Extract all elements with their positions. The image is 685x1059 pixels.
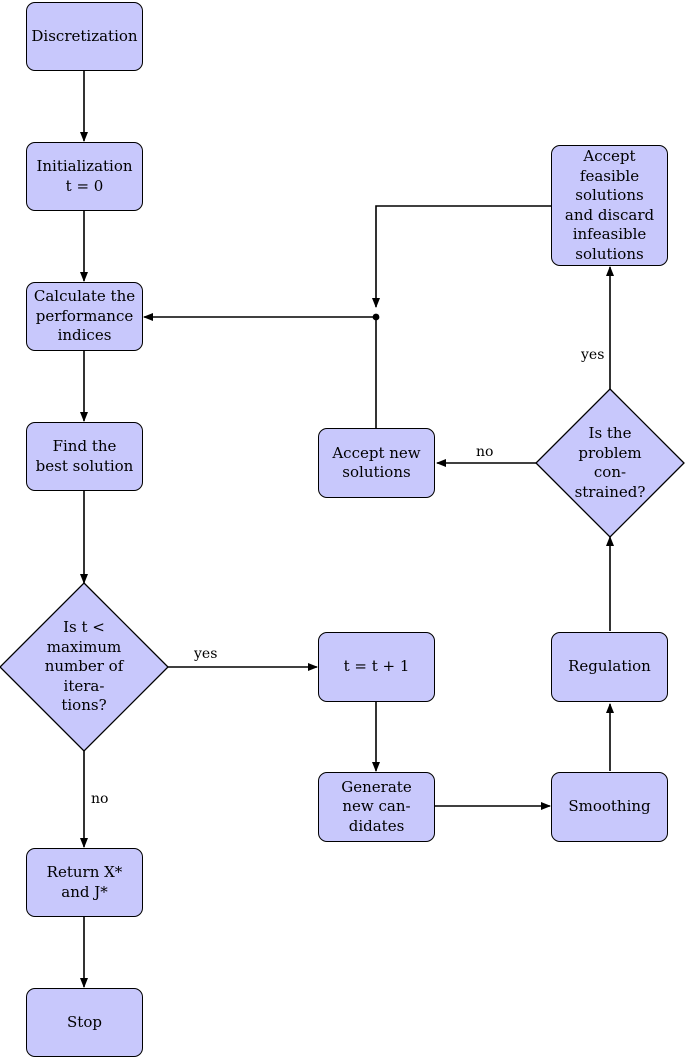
decision-constrained-line-1: Is the (588, 424, 632, 442)
node-t-increment: t = t + 1 (318, 632, 435, 702)
decision-constrained-line-4: strained? (574, 482, 646, 501)
node-accept-new-line-2: solutions (342, 463, 411, 481)
node-stop-line-1: Stop (67, 1012, 102, 1031)
node-calc-line-1: Calculate the (33, 287, 136, 306)
node-return: Return X* and J* (26, 848, 143, 917)
decision-diamond-iterations (0, 582, 169, 752)
decision-iterations-text: Is t < maximum number of itera- tions? (14, 607, 154, 727)
edge-label-no-stop: no (91, 791, 109, 807)
node-feasible-line-2: feasible (579, 166, 640, 185)
node-feasible-line-4: and discard (564, 205, 655, 224)
node-generate-line-1: Generate (341, 777, 412, 796)
node-feasible-line-5: infeasible (572, 225, 647, 243)
node-calc-line-3: indices (57, 326, 112, 345)
node-regulation-line-1: Regulation (568, 657, 651, 676)
node-accept-feasible: Accept feasible solutions and discard in… (551, 145, 668, 266)
node-accept-new-line-1: Accept new (332, 443, 421, 462)
decision-iterations-line-2: maximum (46, 637, 122, 656)
node-find-line-2: best solution (35, 456, 134, 475)
node-initialization-line-2: t = 0 (65, 176, 104, 195)
decision-constrained-text: Is the problem con- strained? (545, 413, 675, 513)
node-calc-line-2: performance (35, 306, 134, 325)
node-find-line-1: Find the (52, 437, 117, 455)
edge-accept-feasible-to-junction (372, 205, 551, 308)
decision-iterations-line-5: tions? (61, 696, 107, 715)
node-find-best: Find the best solution (26, 422, 143, 491)
node-return-line-1: Return X* (46, 863, 123, 881)
node-regulation: Regulation (551, 632, 668, 702)
node-feasible-line-1: Accept (583, 147, 636, 165)
node-return-line-2: and J* (61, 882, 108, 901)
decision-iterations-line-4: itera- (63, 676, 105, 695)
node-accept-new: Accept new solutions (318, 428, 435, 498)
decision-constrained-line-3: con- (593, 463, 627, 481)
node-feasible-line-6: solutions (575, 244, 644, 263)
node-initialization: Initialization t = 0 (26, 142, 143, 211)
node-generate-line-3: didates (348, 816, 405, 835)
decision-diamond-constrained (535, 388, 685, 538)
node-generate-line-2: new can- (342, 797, 411, 816)
node-increment-line-1: t = t + 1 (343, 657, 410, 676)
edge-label-yes-constrained: yes (581, 347, 605, 363)
node-stop: Stop (26, 988, 143, 1057)
decision-constrained-line-2: problem (578, 443, 642, 462)
junction-dot (372, 313, 380, 321)
edge-label-no-unconstrained: no (476, 444, 494, 460)
node-feasible-line-3: solutions (575, 186, 644, 204)
node-discretization-line-1: Discretization (31, 26, 138, 45)
decision-iterations-line-3: number of (44, 657, 124, 676)
node-initialization-line-1: Initialization (36, 157, 133, 175)
node-smoothing-line-1: Smoothing (568, 797, 651, 816)
node-discretization: Discretization (26, 2, 143, 71)
node-calculate-performance: Calculate the performance indices (26, 282, 143, 351)
edge-label-yes-iterate: yes (194, 646, 218, 662)
node-smoothing: Smoothing (551, 772, 668, 842)
node-generate-candidates: Generate new can- didates (318, 772, 435, 842)
decision-iterations-line-1: Is t < (63, 618, 105, 637)
